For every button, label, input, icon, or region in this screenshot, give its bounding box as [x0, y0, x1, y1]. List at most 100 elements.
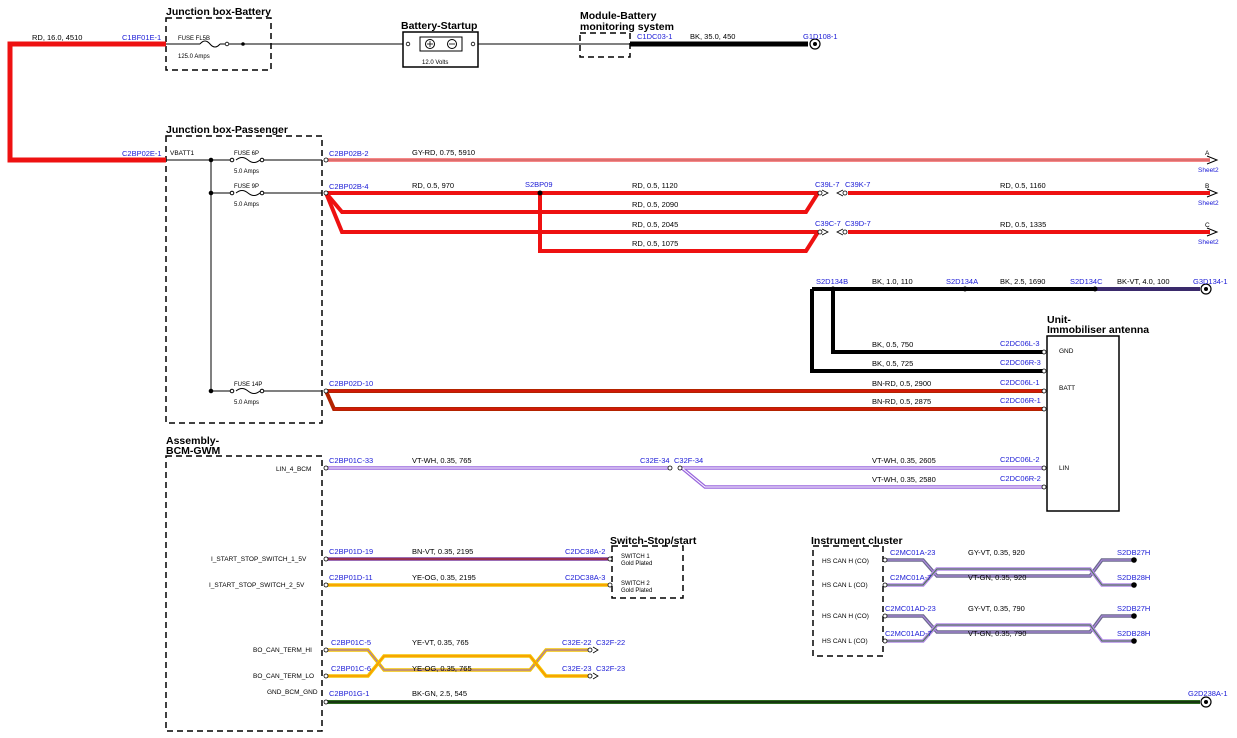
- connector-c2dc06l2: C2DC06L-2: [1000, 455, 1040, 464]
- circuit-hs-can-1: [887, 558, 1133, 587]
- connector-c2dc06r1: C2DC06R-1: [1000, 396, 1041, 405]
- splice-s2d134a-icon: [962, 286, 968, 292]
- sheet-b-letter: B: [1205, 183, 1209, 190]
- module-battery-title: Module-Battery: [580, 10, 657, 22]
- connector-s2db27h-1: S2DB27H: [1117, 548, 1150, 557]
- connector-c2bp01d19: C2BP01D-19: [329, 547, 373, 556]
- module-battery-box[interactable]: [579, 32, 631, 58]
- junction-box-passenger-box[interactable]: [165, 135, 323, 424]
- fuse-6p-rating: 5.0 Amps: [234, 169, 259, 175]
- connector-c2dc06l3: C2DC06L-3: [1000, 339, 1040, 348]
- inline-connectors-c39: [817, 190, 848, 235]
- pin-hs-can-h-2: HS CAN H (CO): [822, 613, 869, 620]
- connector-c2dc06r3: C2DC06R-3: [1000, 358, 1041, 367]
- connector-c2bp02b2: C2BP02B-2: [329, 149, 369, 158]
- pin-start-stop-1: I_START_STOP_SWITCH_1_5V: [211, 556, 307, 563]
- pin-switch2: SWITCH 2: [621, 581, 650, 587]
- connector-c39c7: C39C-7: [815, 219, 841, 228]
- connector-c2dc38a2: C2DC38A-2: [565, 547, 605, 556]
- wire-bk-1690-label: BK, 2.5, 1690: [1000, 277, 1045, 286]
- connector-c2bp01c6: C2BP01C-6: [331, 664, 371, 673]
- wire-bn-rd-2900-label: BN-RD, 0.5, 2900: [872, 379, 931, 388]
- sheet-b-arrow-icon[interactable]: [1206, 188, 1219, 198]
- connector-s2d134c: S2D134C: [1070, 277, 1103, 286]
- splice-s2db-icons: [1131, 557, 1137, 644]
- fuse-9p-label: FUSE 9P: [234, 184, 259, 190]
- module-battery-title-2: monitoring system: [580, 21, 674, 33]
- wire-rd-970-label: RD, 0.5, 970: [412, 181, 454, 190]
- connector-c2mc01ad7: C2MC01AD-7: [885, 629, 932, 638]
- fuse-14p-icon: [235, 388, 261, 394]
- connector-s2bp09: S2BP09: [525, 180, 553, 189]
- connector-g3d1341: G3D134-1: [1193, 277, 1228, 286]
- wire-rd-1075[interactable]: [538, 193, 820, 253]
- wire-rd-16-main[interactable]: [7, 41, 166, 163]
- battery-feed: RD, 16.0, 4510 C1BF01E-1 C2BP02E-1 FUSE …: [7, 32, 838, 163]
- wire-bn-rd-2875[interactable]: [324, 390, 1043, 411]
- fuse-fl5b-rating: 125.0 Amps: [178, 54, 210, 60]
- connector-c2dc06r2: C2DC06R-2: [1000, 474, 1041, 483]
- splice-s2d134b-icon: [830, 286, 836, 292]
- pin-gnd-bcm: GND_BCM_GND: [267, 689, 318, 696]
- junction-box-passenger-title: Junction box-Passenger: [166, 124, 288, 136]
- wire-vt-wh-2580[interactable]: [680, 466, 1043, 489]
- connector-c32e23: C32E-23: [562, 664, 592, 673]
- sheet-a-arrow-icon[interactable]: [1206, 155, 1219, 165]
- fuse-fl5b-icon: [199, 40, 221, 48]
- connector-c32e22: C32E-22: [562, 638, 592, 647]
- connector-c39d7: C39D-7: [845, 219, 871, 228]
- wire-rd-2090-label: RD, 0.5, 2090: [632, 200, 678, 209]
- wire-vt-wh-2605-label: VT-WH, 0.35, 2605: [872, 456, 936, 465]
- circuit-sheet-a: C2BP02B-2 GY-RD, 0.75, 5910 A Sheet2: [323, 148, 1219, 174]
- immobiliser-title-2: Immobiliser antenna: [1047, 324, 1149, 336]
- pin-vbatt1: VBATT1: [170, 150, 194, 157]
- connector-s2db28h-2: S2DB28H: [1117, 629, 1150, 638]
- connector-c2bp02b4: C2BP02B-4: [329, 182, 369, 191]
- wire-bk-725[interactable]: [810, 289, 1043, 373]
- instrument-cluster-box[interactable]: [812, 545, 884, 657]
- immobiliser-antenna-box[interactable]: [1046, 335, 1120, 512]
- connector-c2bp01d11: C2BP01D-11: [329, 573, 373, 582]
- connector-c2bp01c5: C2BP01C-5: [331, 638, 371, 647]
- connector-s2d134a: S2D134A: [946, 277, 978, 286]
- circuit-hs-can-2: [887, 614, 1133, 643]
- battery-cell-icon: [419, 36, 463, 52]
- circuit-bn-rd: [324, 389, 1043, 411]
- sheet-c-link[interactable]: Sheet2: [1198, 239, 1219, 246]
- wire-bk-vt-100-label: BK-VT, 4.0, 100: [1117, 277, 1170, 286]
- switch-stop-start-box[interactable]: [611, 545, 684, 599]
- wire-rd-1120-label: RD, 0.5, 1120: [632, 181, 678, 190]
- battery-startup-title: Battery-Startup: [401, 20, 477, 32]
- wire-rd-2090[interactable]: [324, 191, 820, 214]
- pin-switch1-plating: Gold Plated: [621, 561, 652, 567]
- battery-startup-box[interactable]: [402, 31, 479, 68]
- connector-c2bp01c33: C2BP01C-33: [329, 456, 373, 465]
- wire-bk-110-label: BK, 1.0, 110: [872, 277, 913, 286]
- wire-bk-gn-label: BK-GN, 2.5, 545: [412, 689, 467, 698]
- wire-rd-2045[interactable]: [324, 192, 818, 234]
- wire-bk-725-label: BK, 0.5, 725: [872, 359, 913, 368]
- wire-rd-2045-label: RD, 0.5, 2045: [632, 220, 678, 229]
- connector-c32f22: C32F-22: [596, 638, 625, 647]
- connector-c32f23: C32F-23: [596, 664, 625, 673]
- connector-s2db28h-1: S2DB28H: [1117, 573, 1150, 582]
- battery-positive-icon: [425, 39, 435, 49]
- circuit-ground-immobiliser: [810, 287, 1200, 373]
- sheet-b-link[interactable]: Sheet2: [1198, 200, 1219, 207]
- connector-g2d238a1: G2D238A-1: [1188, 689, 1228, 698]
- bcm-gwm-box[interactable]: [165, 455, 323, 732]
- sheet-a-link[interactable]: Sheet2: [1198, 167, 1219, 174]
- wire-bk-750-label: BK, 0.5, 750: [872, 340, 913, 349]
- fuse-6p-label: FUSE 6P: [234, 151, 259, 157]
- wire-bk-35-label: BK, 35.0, 450: [690, 32, 735, 41]
- sheet-c-arrow-icon[interactable]: [1206, 227, 1219, 237]
- connector-c1bf01e1: C1BF01E-1: [122, 33, 161, 42]
- instrument-cluster-title: Instrument cluster: [811, 535, 903, 547]
- battery-volts: 12.0 Volts: [422, 60, 448, 66]
- fuse-fl5b-label: FUSE FL5B: [178, 36, 210, 42]
- connector-s2db27h-2: S2DB27H: [1117, 604, 1150, 613]
- pin-switch2-plating: Gold Plated: [621, 588, 652, 594]
- wire-bk-750[interactable]: [831, 289, 1043, 354]
- connector-c32f34: C32F-34: [674, 456, 703, 465]
